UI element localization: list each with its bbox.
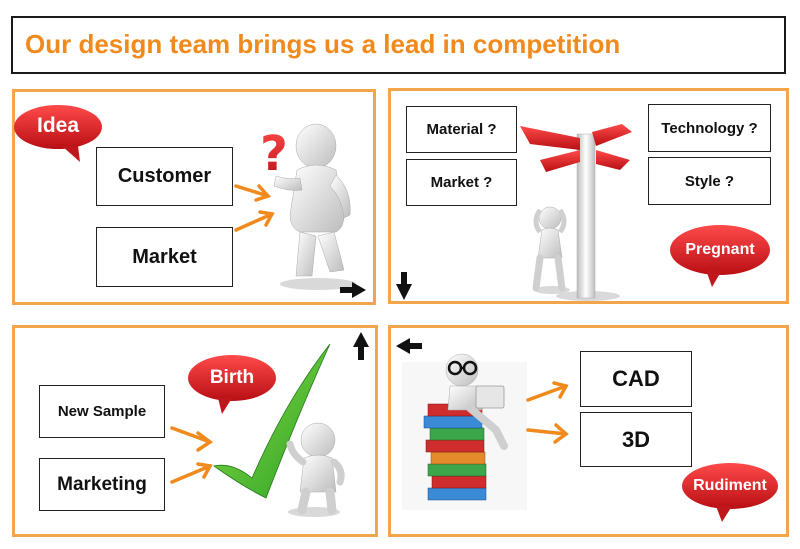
title-banner: Our design team brings us a lead in comp… (11, 16, 786, 74)
question-mark-icon: ? (260, 126, 288, 182)
idea-arrows (234, 184, 275, 232)
flow-arrow-left-icon (396, 338, 422, 354)
box-new-sample: New Sample (39, 385, 165, 438)
bubble-pregnant (670, 225, 770, 287)
thinking-figure-icon: ? (260, 123, 356, 290)
figure-holding-check-icon (286, 422, 345, 517)
box-3d: 3D (580, 412, 692, 467)
signpost-icon (520, 124, 632, 301)
box-cad: CAD (580, 351, 692, 407)
box-marketing: Marketing (39, 458, 165, 511)
box-market: Market (96, 227, 233, 287)
bubble-idea (14, 105, 102, 162)
bubble-birth (188, 355, 276, 414)
box-technology: Technology ? (648, 104, 771, 152)
box-market-question: Market ? (406, 159, 517, 206)
page-title: Our design team brings us a lead in comp… (25, 29, 621, 59)
flow-arrow-right-icon (340, 282, 366, 298)
confused-figure-icon (532, 206, 570, 294)
bubble-label-pregnant: Pregnant (685, 241, 755, 258)
box-style: Style ? (648, 157, 771, 205)
bubble-rudiment (682, 463, 778, 522)
books-reader-icon (402, 353, 527, 510)
flow-arrow-down-icon (396, 272, 412, 300)
rudiment-arrows (526, 381, 569, 444)
flow-arrow-up-icon (353, 332, 369, 360)
birth-arrows (170, 426, 214, 484)
box-material: Material ? (406, 106, 517, 153)
box-customer: Customer (96, 147, 233, 206)
bubble-label-rudiment: Rudiment (693, 477, 767, 494)
bubble-label-birth: Birth (209, 367, 255, 388)
green-checkmark-icon (213, 343, 331, 499)
bubble-label-idea: Idea (36, 114, 80, 137)
